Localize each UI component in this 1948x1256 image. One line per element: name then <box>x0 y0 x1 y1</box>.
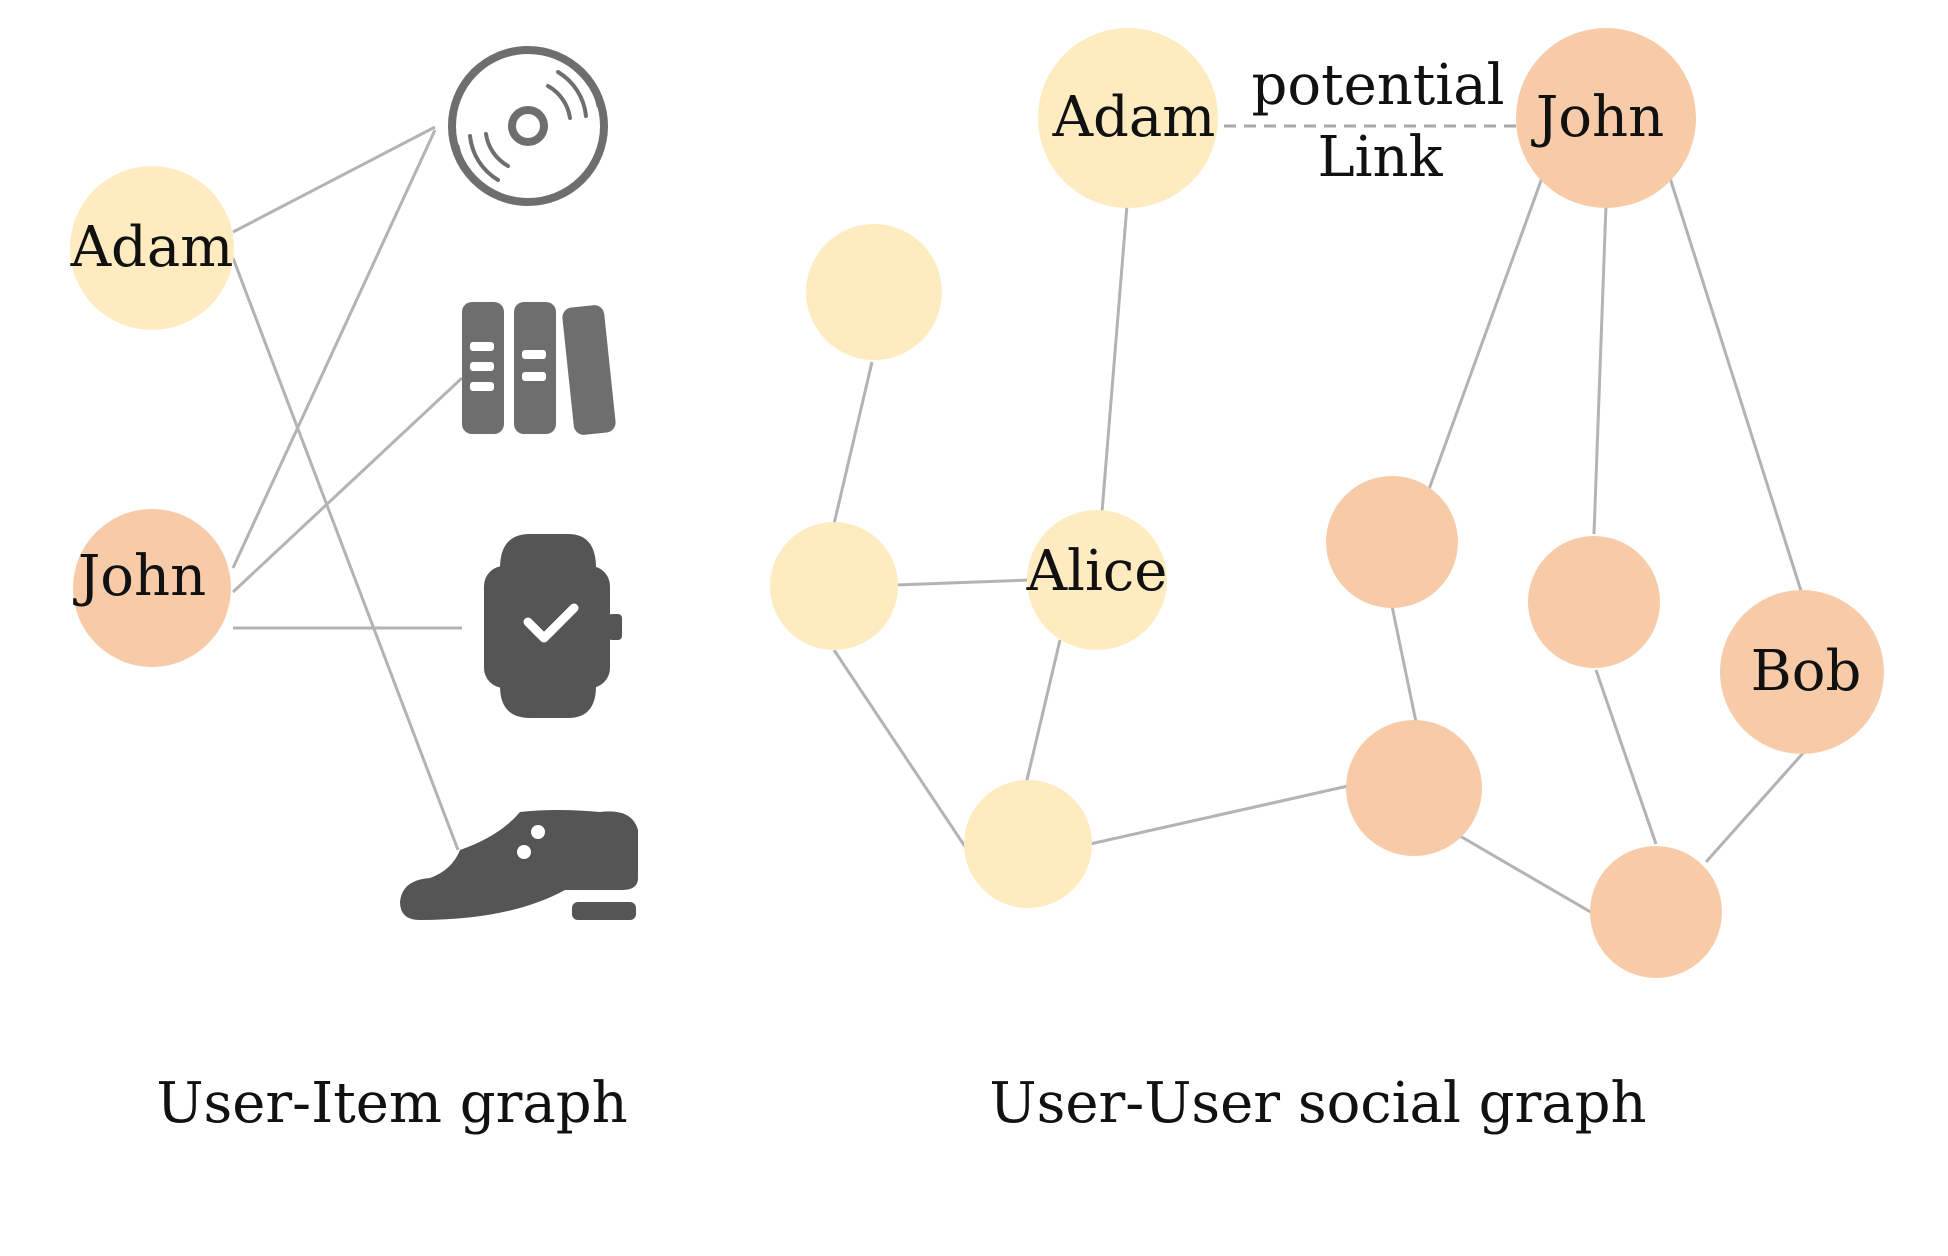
social-node-o2 <box>1528 536 1660 668</box>
social-node-adam: Adam <box>1038 28 1218 208</box>
social-node-o4-circle <box>1590 846 1722 978</box>
social-graph: potential Link Adam John Alice <box>770 28 1884 1136</box>
social-node-y2 <box>770 522 898 650</box>
social-node-o2-circle <box>1528 536 1660 668</box>
social-node-alice-circle <box>1027 510 1167 650</box>
edge-adam-alice <box>1100 204 1129 513</box>
social-node-adam-label: Adam <box>1052 85 1216 150</box>
shoe-icon <box>400 810 638 920</box>
social-node-y1-circle <box>806 224 942 360</box>
social-node-o3 <box>1346 720 1482 856</box>
social-node-y2-circle <box>770 522 898 650</box>
social-node-john-label: John <box>1531 85 1664 150</box>
social-node-o4 <box>1590 846 1722 978</box>
edge-o2-o4 <box>1594 669 1658 845</box>
potential-link-label-line-1: potential <box>1252 53 1505 118</box>
user-item-edges <box>231 125 464 851</box>
user-item-graph: Adam John <box>70 46 638 1136</box>
edge-adam-cd <box>232 125 436 234</box>
edge-o1-o3 <box>1390 605 1418 723</box>
edge-alice-y3 <box>1024 639 1062 785</box>
social-node-john: John <box>1516 28 1696 208</box>
social-graph-caption: User-User social graph <box>989 1071 1646 1136</box>
potential-link-label-line-2: Link <box>1317 125 1443 190</box>
social-node-adam-circle <box>1038 28 1218 208</box>
user-item-graph-caption: User-Item graph <box>156 1071 627 1136</box>
social-node-y3 <box>964 780 1092 908</box>
social-node-o3-circle <box>1346 720 1482 856</box>
social-node-bob-label: Bob <box>1751 639 1862 704</box>
social-node-bob-circle <box>1720 590 1884 754</box>
edge-bob-o4 <box>1704 751 1806 863</box>
social-node-y3-circle <box>964 780 1092 908</box>
social-node-o1 <box>1326 476 1458 608</box>
edge-y2-alice <box>895 578 1031 587</box>
social-node-o1-circle <box>1326 476 1458 608</box>
user-node-john: John <box>73 509 231 667</box>
social-node-bob: Bob <box>1720 590 1884 754</box>
edge-john-o1 <box>1426 177 1544 493</box>
user-node-john-circle <box>73 509 231 667</box>
social-node-john-circle <box>1516 28 1696 208</box>
edge-y3-o3 <box>1089 784 1349 846</box>
smartwatch-icon <box>484 534 622 718</box>
user-node-adam: Adam <box>70 166 234 330</box>
cd-disc-icon <box>448 46 608 206</box>
social-edges <box>832 124 1806 916</box>
books-icon <box>462 302 616 435</box>
edge-john-books <box>231 376 464 594</box>
edge-y1-y2 <box>832 361 874 525</box>
edge-o3-o4 <box>1459 834 1595 916</box>
user-node-john-label: John <box>73 544 206 609</box>
edge-adam-shoe <box>231 257 460 851</box>
user-node-adam-label: Adam <box>70 215 234 280</box>
social-node-alice-label: Alice <box>1026 539 1168 604</box>
user-node-adam-circle <box>70 166 234 330</box>
potential-link-label: potential Link <box>1252 53 1505 190</box>
edge-john-o2 <box>1592 204 1608 535</box>
edge-y2-y3 <box>832 649 968 849</box>
social-node-alice: Alice <box>1026 510 1168 650</box>
social-node-y1 <box>806 224 942 360</box>
edge-john-cd <box>231 129 437 569</box>
edge-john-bob <box>1668 177 1804 595</box>
